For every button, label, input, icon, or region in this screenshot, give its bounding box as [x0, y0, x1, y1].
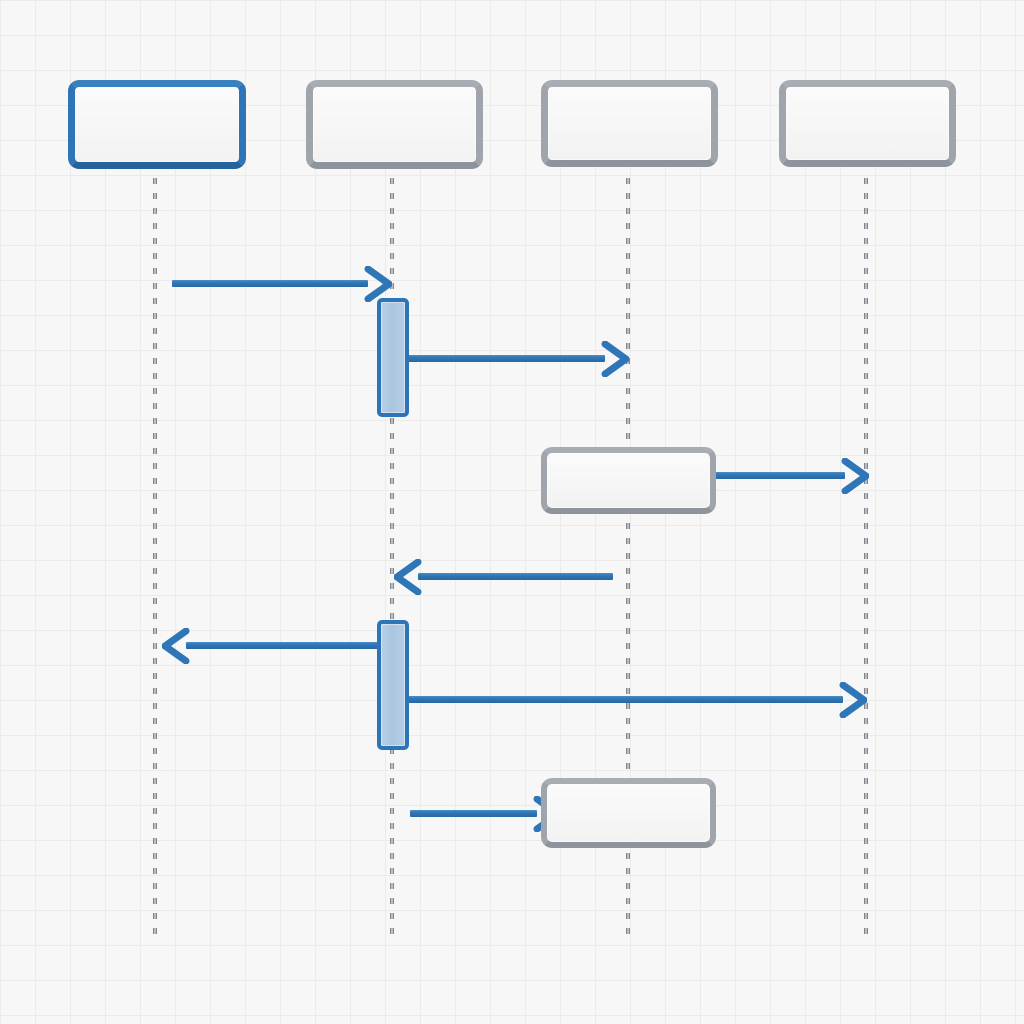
message-arrow-4[interactable] [394, 558, 613, 595]
message-arrow-1[interactable] [172, 265, 392, 302]
activation-bar-2[interactable] [377, 620, 409, 750]
message-shaft [410, 810, 537, 817]
arrowhead-right-icon [362, 265, 392, 302]
message-arrow-5[interactable] [162, 627, 394, 664]
activation-bar-1[interactable] [377, 298, 409, 417]
lifeline-3 [626, 178, 630, 935]
message-arrow-2[interactable] [405, 340, 629, 377]
arrowhead-left-icon [162, 627, 192, 664]
message-arrow-3[interactable] [714, 457, 869, 494]
message-shaft [418, 573, 613, 580]
arrowhead-right-icon [599, 340, 629, 377]
participant-box-1[interactable] [68, 80, 246, 169]
participant-box-2[interactable] [306, 80, 483, 169]
participant-box-3[interactable] [541, 80, 718, 167]
lifeline-1 [153, 178, 157, 935]
message-arrow-6[interactable] [405, 681, 867, 718]
note-box-1[interactable] [541, 447, 716, 514]
participant-box-4[interactable] [779, 80, 956, 167]
message-shaft [186, 642, 394, 649]
message-shaft [405, 696, 843, 703]
message-arrow-7[interactable] [410, 795, 561, 832]
message-shaft [714, 472, 845, 479]
lifeline-2 [390, 178, 394, 935]
arrowhead-right-icon [837, 681, 867, 718]
message-shaft [172, 280, 368, 287]
arrowhead-left-icon [394, 558, 424, 595]
arrowhead-right-icon [839, 457, 869, 494]
message-shaft [405, 355, 605, 362]
note-box-2[interactable] [541, 778, 716, 848]
lifeline-4 [864, 178, 868, 935]
